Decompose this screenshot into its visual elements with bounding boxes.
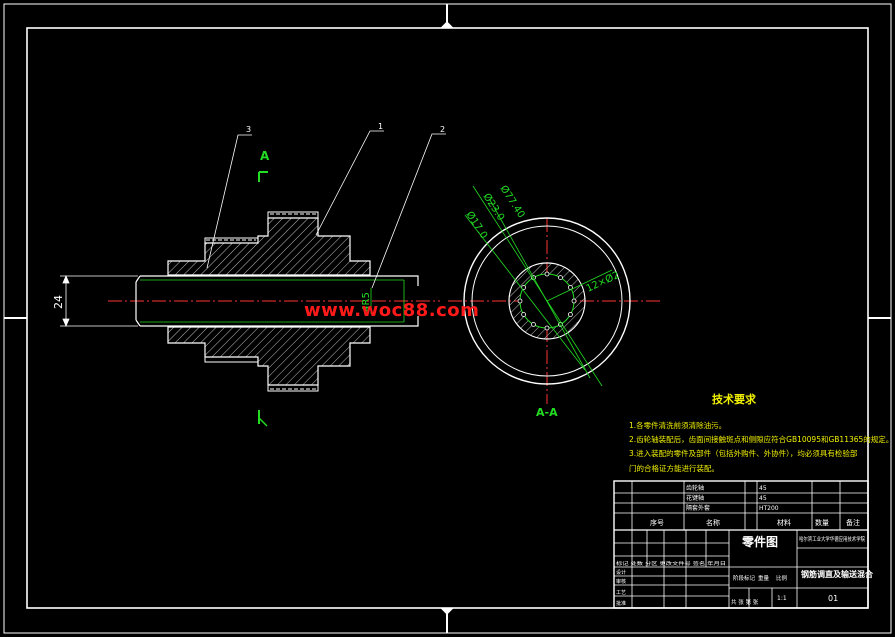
sign-row-2: 设计 xyxy=(616,569,626,576)
section-view-a-a: Ø77.40 Ø23.0 Ø17.0 12×Ø2 A-A xyxy=(448,183,662,419)
watermark: www.woc88.com xyxy=(304,300,480,321)
balloon-2: 2 xyxy=(440,125,445,134)
shaft-section-view: 24 4R5 3 1 2 A A xyxy=(52,122,446,427)
gear-body-upper xyxy=(167,211,371,392)
dimension-24-label: 24 xyxy=(52,295,65,309)
header-qty: 数量 xyxy=(815,518,829,527)
requirement-item-1: 1.各零件清洗前须清除油污。 xyxy=(629,420,726,430)
requirement-item-2: 2.齿轮轴装配后，齿面间接触斑点和侧隙应符合GB10095和GB11365的规定… xyxy=(629,434,893,444)
drawing-number: 01 xyxy=(828,594,838,603)
dimension-overall-diameter xyxy=(60,274,138,328)
balloon-1: 1 xyxy=(378,122,383,131)
requirement-item-4: 门的合格证方能进行装配。 xyxy=(629,463,719,473)
project-name: 钢筋调直及输送混合 xyxy=(801,569,874,579)
parts-row-1-name: 齿轮轴 xyxy=(686,484,704,492)
scale-value: 1:1 xyxy=(777,595,787,602)
header-remark: 备注 xyxy=(846,518,860,527)
section-view-label: A-A xyxy=(536,406,558,419)
header-name: 名称 xyxy=(706,518,720,527)
requirement-item-3: 3.进入装配的零件及部件（包括外购件、外协件），均必须具有检验部 xyxy=(629,448,858,458)
section-mark-bottom: A xyxy=(258,410,268,427)
header-seq: 序号 xyxy=(650,518,664,527)
requirements-title: 技术要求 xyxy=(712,392,757,406)
sign-row-5: 批准 xyxy=(616,600,626,607)
stage-label: 阶段标记 xyxy=(733,574,756,582)
svg-text:A: A xyxy=(260,149,270,163)
dim-pins: 12×Ø2 xyxy=(584,269,621,295)
section-mark-top: A xyxy=(258,149,270,182)
parts-row-3-name: 隔套外套 xyxy=(686,504,710,512)
shaft xyxy=(135,275,419,327)
sign-row-3: 审核 xyxy=(616,578,626,585)
drawing-title: 零件图 xyxy=(741,534,778,549)
balloon-3: 3 xyxy=(246,125,251,134)
sign-row-4: 工艺 xyxy=(616,590,626,596)
dimension-leaders-a-a xyxy=(464,185,613,387)
dimension-bore-label: 4R5 xyxy=(361,292,372,312)
school-name: 哈尔滨工业大学华德应用技术学院 xyxy=(799,535,865,543)
header-material: 材料 xyxy=(777,518,791,527)
weight-label: 重量 xyxy=(758,574,770,582)
title-block: 齿轮轴 45 花键轴 45 隔套外套 HT200 序号 名称 材料 数量 备注 … xyxy=(613,480,874,609)
parts-row-2-name: 花键轴 xyxy=(686,494,704,502)
technical-requirements: 技术要求 1.各零件清洗前须清除油污。 2.齿轮轴装配后，齿面间接触斑点和侧隙应… xyxy=(629,392,893,473)
parts-row-1-material: 45 xyxy=(759,485,767,492)
parts-row-3-material: HT200 xyxy=(759,505,779,512)
parts-row-2-material: 45 xyxy=(759,495,767,502)
leader-lines xyxy=(206,130,446,289)
dim-phi-small: Ø17.0 xyxy=(463,209,489,241)
sheet-frame xyxy=(3,3,892,634)
sign-row-1: 标记 处数 分区 更改文件号 签名 年月日 xyxy=(616,560,726,567)
sheet-label: 共 张 第 张 xyxy=(731,598,759,606)
scale-label: 比例 xyxy=(776,574,788,582)
